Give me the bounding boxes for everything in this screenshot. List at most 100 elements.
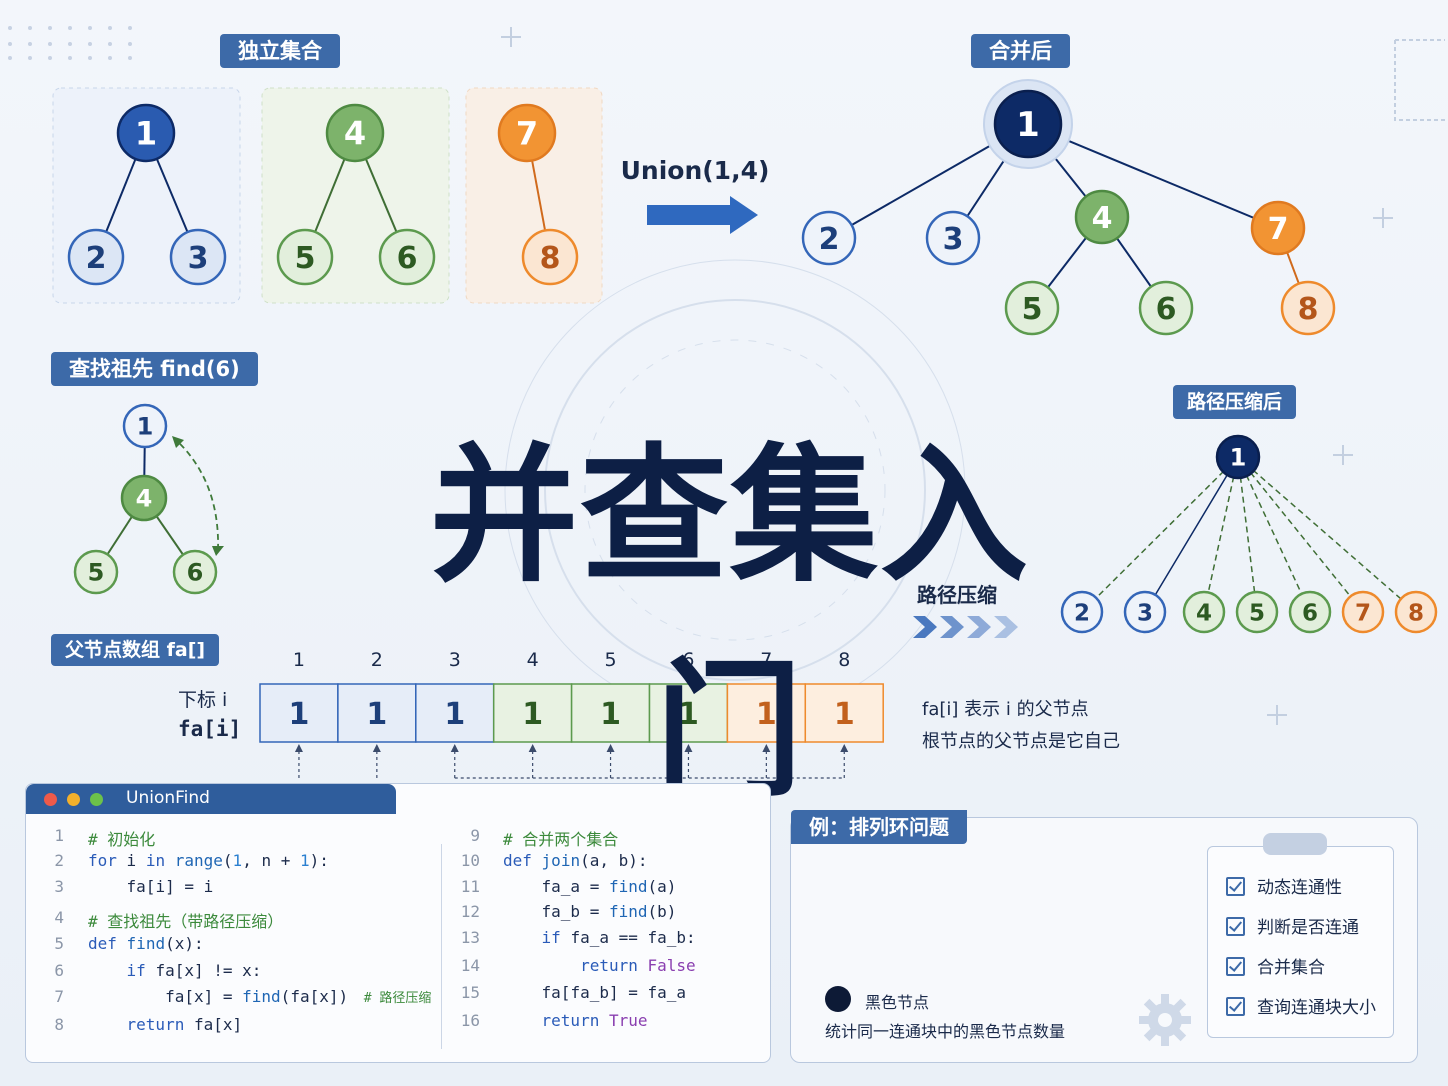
code-line: fa_b = find(b) bbox=[541, 902, 677, 921]
array-index: 8 bbox=[838, 649, 850, 671]
node-label: 4 bbox=[1196, 600, 1212, 626]
node-label: 4 bbox=[344, 115, 366, 153]
edge bbox=[1144, 456, 1239, 613]
line-number: 11 bbox=[460, 877, 480, 896]
find-arrow bbox=[173, 437, 219, 551]
node-label: 8 bbox=[540, 241, 561, 276]
node-circle bbox=[378, 228, 436, 286]
node-label: 1 bbox=[1230, 444, 1247, 472]
line-number: 16 bbox=[460, 1011, 480, 1030]
checklist-item: 查询连通块大小 bbox=[1226, 993, 1376, 1018]
node-label: 1 bbox=[137, 413, 154, 441]
code-line: def find(x): bbox=[88, 934, 204, 953]
node-circle bbox=[325, 103, 385, 163]
node-label: 5 bbox=[295, 241, 316, 276]
node-circle bbox=[521, 228, 579, 286]
clipboard-clip-icon bbox=[1263, 833, 1327, 855]
dot-grid-decoration bbox=[8, 26, 132, 60]
node-circle bbox=[120, 474, 168, 522]
section-merged: 合并后 bbox=[971, 34, 1070, 68]
node-label: 3 bbox=[943, 222, 964, 257]
array-index: 7 bbox=[760, 649, 772, 671]
close-window-icon[interactable] bbox=[44, 793, 57, 806]
array-cell bbox=[570, 683, 651, 743]
array-cell bbox=[726, 683, 807, 743]
feature-checklist: 动态连通性 判断是否连通 合并集合 查询连通块大小 bbox=[1207, 833, 1394, 1038]
union-arrow bbox=[647, 196, 758, 234]
code-line: fa[x] = find(fa[x]) # 路径压缩 bbox=[165, 987, 432, 1006]
node-circle bbox=[1182, 590, 1226, 634]
node-label: 8 bbox=[1408, 600, 1424, 626]
node-label: 6 bbox=[397, 241, 418, 276]
line-number: 14 bbox=[460, 956, 480, 975]
edge bbox=[1237, 456, 1258, 613]
maximize-window-icon[interactable] bbox=[90, 793, 103, 806]
code-line: return False bbox=[580, 956, 696, 975]
array-value: 1 bbox=[366, 697, 387, 732]
node-label: 1 bbox=[1016, 105, 1040, 145]
array-value: 1 bbox=[834, 697, 855, 732]
line-number: 4 bbox=[54, 908, 64, 927]
line-number: 6 bbox=[54, 961, 64, 980]
code-line: fa_a = find(a) bbox=[541, 877, 677, 896]
node-label: 7 bbox=[516, 115, 538, 153]
checklist-item: 动态连通性 bbox=[1226, 873, 1342, 898]
array-value: 1 bbox=[678, 697, 699, 732]
line-number: 9 bbox=[470, 826, 480, 845]
node-label: 5 bbox=[1022, 292, 1043, 327]
array-index: 1 bbox=[293, 649, 305, 671]
line-number: 13 bbox=[460, 928, 480, 947]
line-number: 1 bbox=[54, 826, 64, 845]
array-index-label: 下标 i bbox=[178, 689, 228, 711]
code-tab[interactable]: UnionFind bbox=[26, 784, 396, 814]
edge bbox=[1237, 456, 1311, 613]
node-label: 7 bbox=[1355, 600, 1371, 626]
line-number: 5 bbox=[54, 934, 64, 953]
edge bbox=[1027, 123, 1279, 229]
code-line: fa[i] = i bbox=[126, 877, 214, 896]
node-circle bbox=[925, 210, 981, 266]
node-label: 3 bbox=[1137, 600, 1153, 626]
minimize-window-icon[interactable] bbox=[67, 793, 80, 806]
array-value: 1 bbox=[600, 697, 621, 732]
node-circle bbox=[73, 549, 119, 595]
node-circle bbox=[497, 103, 557, 163]
checkbox-checked-icon bbox=[1226, 997, 1245, 1016]
array-index: 6 bbox=[682, 649, 694, 671]
array-cell bbox=[804, 683, 884, 743]
code-tab-name: UnionFind bbox=[126, 788, 210, 808]
array-cell bbox=[259, 683, 339, 743]
section-fa-array: 父节点数组 fa[] bbox=[51, 634, 220, 666]
example-panel: 例：排列环问题 黑色节点 统计同一连通块中的黑色节点数量 bbox=[790, 810, 1418, 1063]
node-circle bbox=[801, 210, 857, 266]
node-circle bbox=[1123, 590, 1167, 634]
example-caption: 统计同一连通块中的黑色节点数量 bbox=[825, 1022, 1066, 1041]
node-label: 6 bbox=[187, 559, 204, 587]
node-circle bbox=[276, 228, 334, 286]
checkbox-checked-icon bbox=[1226, 957, 1245, 976]
checklist-item: 判断是否连通 bbox=[1226, 913, 1359, 938]
section-find: 查找祖先 find(6) bbox=[51, 352, 258, 386]
array-cell bbox=[415, 683, 495, 743]
node-label: 4 bbox=[1092, 201, 1113, 236]
code-line: if fa_a == fa_b: bbox=[541, 928, 696, 947]
code-line: # 查找祖先（带路径压缩） bbox=[88, 912, 284, 931]
node-circle bbox=[169, 228, 227, 286]
code-line: return True bbox=[541, 1011, 648, 1030]
code-line: for i in range(1, n + 1): bbox=[88, 851, 329, 870]
array-value: 1 bbox=[444, 697, 465, 732]
line-number: 8 bbox=[54, 1015, 64, 1034]
node-circle bbox=[172, 549, 218, 595]
legend-black-node: 黑色节点 bbox=[865, 993, 930, 1012]
edge bbox=[1237, 456, 1364, 613]
edge bbox=[1081, 456, 1239, 613]
node-circle bbox=[1004, 280, 1060, 336]
node-label: 8 bbox=[1298, 292, 1319, 327]
node-circle bbox=[1250, 200, 1306, 256]
